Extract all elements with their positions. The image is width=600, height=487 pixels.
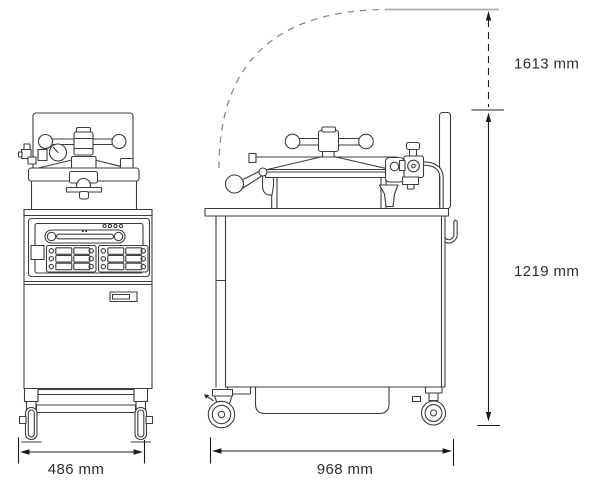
power-button [30,244,45,261]
left-valve-fittings [17,143,37,165]
swing-arc-dashed [218,8,389,169]
display-strip [44,229,126,244]
label-side-depth: 968 mm [317,461,374,478]
lid-spreader-bar [37,126,127,156]
lid-side [248,152,398,179]
caster-front-right [130,400,154,443]
cabinet-door [23,280,153,303]
dimension-lid-open-height: 1613 mm [471,11,579,111]
base-and-casters-side [204,386,447,429]
base-and-casters-front [18,387,154,443]
dimension-annotations: 1613 mm 1219 mm 486 mm 968 mm [17,11,579,478]
keypad-grid-right [97,244,149,273]
caster-front-left [18,400,42,443]
keypad-grid-left [45,244,97,273]
label-front-width: 486 mm [48,461,105,478]
label-cabinet-height: 1219 mm [514,263,579,280]
side-view-drawing [204,111,458,429]
control-panel [27,217,151,278]
drain-funnel [378,184,399,208]
cabinet-side [215,215,446,388]
label-lid-open-height: 1613 mm [514,56,579,73]
caster-side-front [204,388,236,429]
indicator-lights [102,223,124,229]
counter-slab-side [204,207,450,217]
lid-handle-side [224,167,268,194]
valve-body [403,155,425,179]
lid-swing-path [218,8,499,169]
pressure-gauge [37,143,68,162]
dimension-front-width: 486 mm [17,437,146,478]
drip-tray [254,386,390,415]
lid-latch-side [261,174,275,196]
caster-side-rear [411,386,447,426]
dimension-cabinet-height: 1219 mm [477,112,579,427]
door-handle [109,291,138,303]
lid-latch-handle [65,170,103,200]
front-view-drawing [17,112,154,443]
pot-walls [271,176,387,210]
lid-spreader-bar-side [284,126,374,158]
dimension-side-depth: 968 mm [209,437,455,478]
valve-knob [405,141,421,151]
